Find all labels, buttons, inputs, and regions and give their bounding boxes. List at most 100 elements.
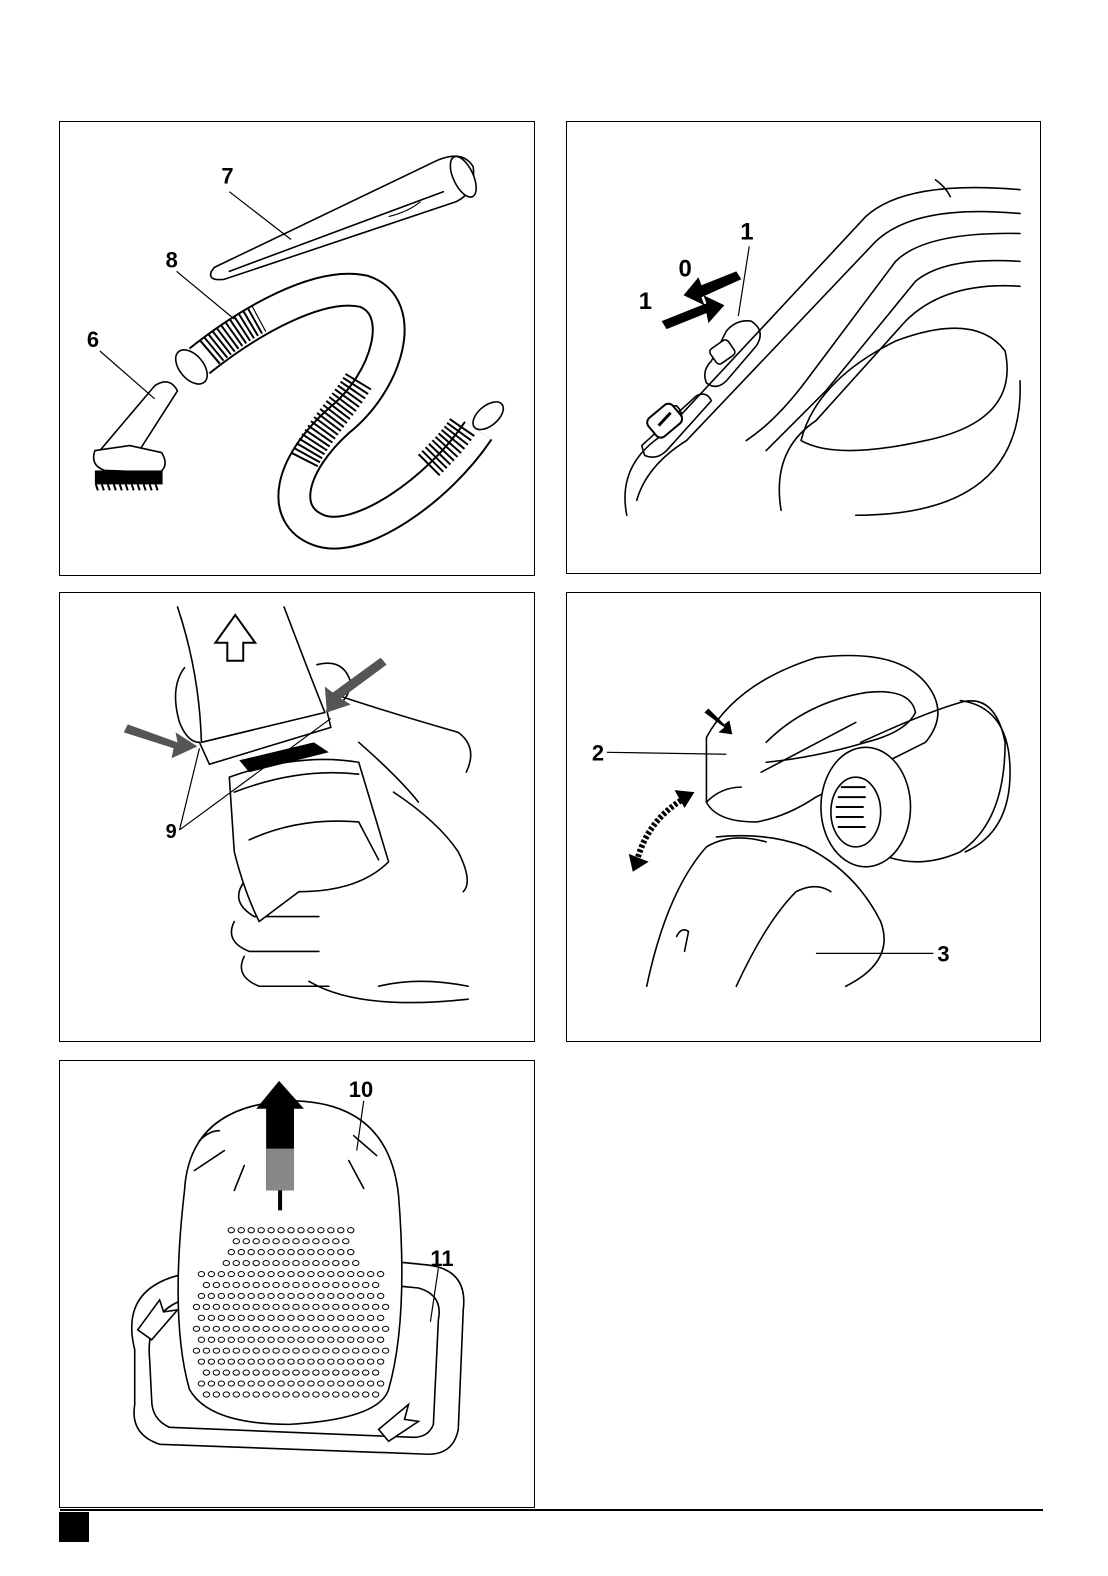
filter-hole — [303, 1239, 309, 1244]
filter-hole — [228, 1381, 234, 1386]
filter-hole — [348, 1250, 354, 1255]
filter-hole — [238, 1359, 244, 1364]
filter-hole — [288, 1359, 294, 1364]
filter-hole — [243, 1392, 249, 1397]
filter-hole — [193, 1304, 199, 1309]
filter-hole — [228, 1228, 234, 1233]
filter-hole — [363, 1326, 369, 1331]
filter-hole — [213, 1348, 219, 1353]
filter-hole — [283, 1239, 289, 1244]
filter-hole — [323, 1392, 329, 1397]
filter-hole — [288, 1250, 294, 1255]
filter-hole — [238, 1250, 244, 1255]
filter-hole — [278, 1293, 284, 1298]
filter-hole — [198, 1293, 204, 1298]
filter-hole — [258, 1337, 264, 1342]
filter-hole — [283, 1348, 289, 1353]
filter-hole — [343, 1370, 349, 1375]
filter-hole — [243, 1239, 249, 1244]
label-switch-off: 0 — [679, 255, 692, 282]
filter-hole — [248, 1315, 254, 1320]
filter-hole — [273, 1370, 279, 1375]
filter-hole — [313, 1348, 319, 1353]
filter-hole — [283, 1282, 289, 1287]
filter-hole — [343, 1261, 349, 1266]
filter-hole — [313, 1326, 319, 1331]
filter-hole — [298, 1337, 304, 1342]
filter-hole — [248, 1337, 254, 1342]
filter-hole — [358, 1337, 364, 1342]
filter-hole — [253, 1261, 259, 1266]
filter-hole — [208, 1381, 214, 1386]
filter-hole — [263, 1326, 269, 1331]
figure-switch: 1 0 1 — [566, 121, 1041, 574]
filter-hole — [268, 1315, 274, 1320]
filter-hole — [343, 1326, 349, 1331]
filter-hole — [372, 1282, 378, 1287]
filter-hole — [323, 1326, 329, 1331]
label-filter: 10 — [349, 1077, 373, 1102]
filter-hole — [323, 1370, 329, 1375]
filter-hole — [303, 1348, 309, 1353]
filter-hole — [258, 1315, 264, 1320]
filter-hole — [268, 1381, 274, 1386]
filter-hole — [358, 1315, 364, 1320]
filter-hole — [367, 1315, 373, 1320]
filter-hole — [228, 1315, 234, 1320]
filter-hole — [298, 1271, 304, 1276]
filter-hole — [243, 1282, 249, 1287]
filter-hole — [298, 1293, 304, 1298]
filter-hole — [328, 1271, 334, 1276]
filter-hole — [358, 1359, 364, 1364]
filter-hole — [268, 1228, 274, 1233]
up-arrow-icon — [215, 615, 255, 661]
filter-hole — [303, 1282, 309, 1287]
filter-hole — [278, 1337, 284, 1342]
filter-hole — [303, 1326, 309, 1331]
filter-hole — [298, 1381, 304, 1386]
filter-hole — [228, 1271, 234, 1276]
filter-hole — [238, 1381, 244, 1386]
filter-hole — [258, 1359, 264, 1364]
filter-hole — [353, 1304, 359, 1309]
filter-hole — [343, 1304, 349, 1309]
filter-hole — [233, 1326, 239, 1331]
filter-hole — [263, 1282, 269, 1287]
filter-hole — [213, 1392, 219, 1397]
filter-hole — [203, 1392, 209, 1397]
filter-hole — [263, 1348, 269, 1353]
filter-hole — [318, 1250, 324, 1255]
filter-hole — [308, 1271, 314, 1276]
filter-hole — [218, 1271, 224, 1276]
filter-hole — [348, 1381, 354, 1386]
filter-hole — [233, 1304, 239, 1309]
filter-hole — [208, 1359, 214, 1364]
filter-hole — [328, 1228, 334, 1233]
filter-hole — [367, 1359, 373, 1364]
filter-hole — [268, 1271, 274, 1276]
filter-hole — [203, 1304, 209, 1309]
filter-hole — [198, 1315, 204, 1320]
filter-hole — [193, 1348, 199, 1353]
filter-hole — [298, 1250, 304, 1255]
filter-hole — [258, 1271, 264, 1276]
label-hose: 8 — [166, 247, 178, 272]
filter-hole — [323, 1348, 329, 1353]
filter-hole — [323, 1261, 329, 1266]
filter-hole — [338, 1337, 344, 1342]
filter-hole — [353, 1370, 359, 1375]
filter-hole — [353, 1348, 359, 1353]
page-number-box — [59, 1512, 89, 1542]
figure-nozzle-latch: 2 3 — [566, 592, 1041, 1042]
rotate-arrow-icon — [629, 790, 695, 872]
filter-hole — [208, 1315, 214, 1320]
filter-hole — [243, 1304, 249, 1309]
filter-hole — [258, 1250, 264, 1255]
filter-hole — [343, 1392, 349, 1397]
filter-hole — [253, 1282, 259, 1287]
filter-hole — [333, 1282, 339, 1287]
figure-filter: 10 11 — [59, 1060, 535, 1508]
filter-hole — [323, 1304, 329, 1309]
switch-arrows-icon — [662, 271, 742, 329]
filter-hole — [382, 1348, 388, 1353]
